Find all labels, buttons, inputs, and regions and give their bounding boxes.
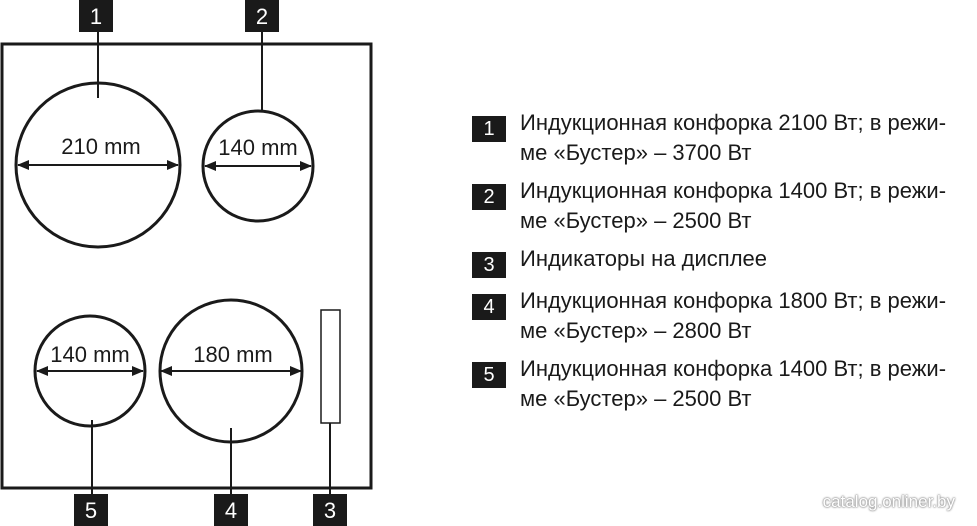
legend-number: 3 <box>472 252 506 278</box>
zone-1-size: 210 mm <box>61 134 140 159</box>
legend: 1 Индукционная конфорка 2100 Вт; в режи-… <box>472 108 972 422</box>
legend-text: Индукционная конфорка 1800 Вт; в режи-ме… <box>520 288 947 343</box>
zone-4-number: 4 <box>225 498 237 523</box>
legend-item-1: 1 Индукционная конфорка 2100 Вт; в режи-… <box>472 108 972 168</box>
legend-item-3: 3 Индикаторы на дисплее <box>472 244 972 278</box>
cooking-zone-1: 210 mm 1 <box>14 0 182 249</box>
legend-number: 4 <box>472 294 506 320</box>
zone-5-size: 140 mm <box>50 342 129 367</box>
watermark: catalog.onliner.by <box>822 492 955 511</box>
legend-number: 1 <box>472 116 506 142</box>
zone-2-size: 140 mm <box>218 135 297 160</box>
legend-text: Индукционная конфорка 2100 Вт; в режи-ме… <box>520 110 947 165</box>
legend-text: Индикаторы на дисплее <box>520 246 768 271</box>
zone-1-number: 1 <box>90 4 102 29</box>
zone-5-number: 5 <box>85 498 97 523</box>
legend-number: 2 <box>472 184 506 210</box>
hob-outline <box>0 42 373 490</box>
legend-text: Индукционная конфорка 1400 Вт; в режи-ме… <box>520 356 947 411</box>
zone-4-size: 180 mm <box>193 342 272 367</box>
display-indicator: 3 <box>313 309 347 526</box>
display-number: 3 <box>324 498 336 523</box>
cooking-zone-5: 140 mm 5 <box>33 314 147 526</box>
zone-2-number: 2 <box>256 4 268 29</box>
legend-text: Индукционная конфорка 1400 Вт; в режи-ме… <box>520 178 947 233</box>
legend-number: 5 <box>472 362 506 388</box>
legend-item-5: 5 Индукционная конфорка 1400 Вт; в режи-… <box>472 354 972 414</box>
cooking-zone-2: 140 mm 2 <box>201 0 315 223</box>
cooking-zone-4: 180 mm 4 <box>158 298 304 526</box>
legend-item-2: 2 Индукционная конфорка 1400 Вт; в режи-… <box>472 176 972 236</box>
legend-item-4: 4 Индукционная конфорка 1800 Вт; в режи-… <box>472 286 972 346</box>
